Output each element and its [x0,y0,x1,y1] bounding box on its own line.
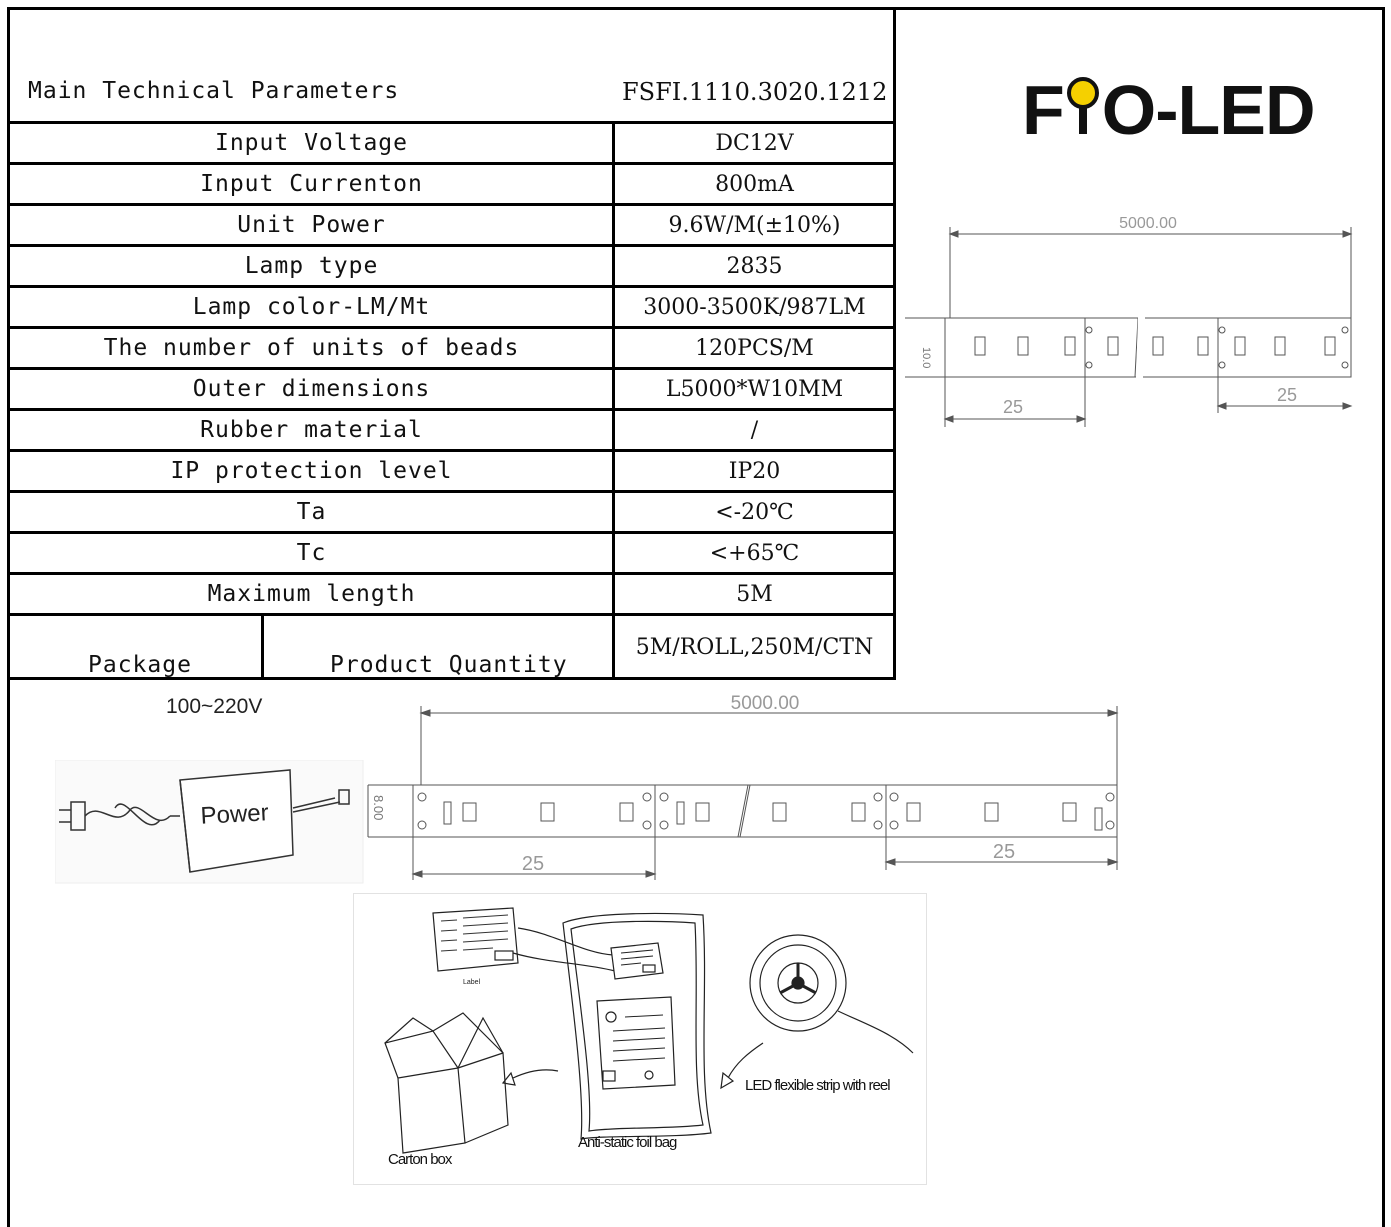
spec-value: 800mA [715,172,794,197]
segment-dimension-right: 25 [993,841,1015,863]
segment-dimension-right: 25 [1277,385,1297,405]
packaging-diagram: Label Anti-static foil bag LED flexible … [353,893,927,1185]
row-divider [7,572,896,575]
spec-label: Lamp type [244,253,379,279]
spec-value: DC12V [715,131,794,156]
row-divider [7,613,896,616]
spec-label: Outer dimensions [192,376,431,402]
strip-drawing-bottom: 5000.00 25 25 8.00 [367,693,1119,880]
spec-value: / [750,418,759,443]
segment-dimension-left: 25 [1003,397,1023,417]
column-divider [893,7,896,680]
spec-label: Unit Power [237,212,386,238]
spec-label: IP protection level [170,458,453,484]
spec-label: Ta [296,499,327,525]
model-number: FSFI.1110.3020.1212 [622,78,888,106]
segment-dimension-left: 25 [522,853,544,875]
row-divider [7,367,896,370]
package-sublabel: Product Quantity [330,652,568,678]
width-dimension: 10.0 [920,347,932,368]
row-divider [7,285,896,288]
spec-label: Lamp color-LM/Mt [192,294,431,320]
box-caption: Carton box [388,1151,453,1168]
page-frame [7,7,1385,1227]
reel-caption: LED flexible strip with reel [745,1077,890,1094]
spec-label: Rubber material [200,417,423,443]
spec-label: Maximum length [207,581,416,607]
bag-caption: Anti-static foil bag [578,1134,677,1151]
spec-label: The number of units of beads [103,335,520,361]
spec-value: IP20 [728,459,781,484]
length-dimension: 5000.00 [1119,215,1177,232]
row-divider [7,677,896,680]
row-divider [7,531,896,534]
spec-value: 3000-3500K/987LM [643,295,866,320]
logo-bulb-icon [1064,70,1102,150]
row-divider [7,121,896,124]
length-dimension: 5000.00 [731,693,800,714]
row-divider [7,490,896,493]
spec-value: L5000*W10MM [665,377,844,402]
voltage-label: 100~220V [166,695,263,718]
spec-value: 5M [736,582,773,607]
row-divider [7,449,896,452]
row-divider [7,326,896,329]
spec-label: Input Voltage [214,130,408,156]
spec-value: 9.6W/M(±10%) [668,213,841,238]
strip-drawing-top: 5000.00 25 25 10.0 [905,215,1353,427]
row-divider [7,408,896,411]
spec-value: 120PCS/M [695,336,814,361]
power-label: Power [200,799,269,830]
table-title: Main Technical Parameters [28,78,400,104]
spec-value: <-20℃ [715,500,794,525]
spec-value: <+65℃ [709,541,800,566]
package-value: 5M/ROLL,250M/CTN [635,635,874,660]
power-adapter-drawing: Power [55,760,364,884]
spec-value: 2835 [726,254,783,279]
spec-label: Input Currenton [200,171,423,197]
column-line [261,613,264,680]
column-line [612,121,615,680]
width-dimension: 8.00 [371,795,386,820]
row-divider [7,203,896,206]
package-label: Package [88,652,192,678]
row-divider [7,162,896,165]
label-caption: Label [463,979,481,986]
spec-label: Tc [296,540,327,566]
row-divider [7,244,896,247]
